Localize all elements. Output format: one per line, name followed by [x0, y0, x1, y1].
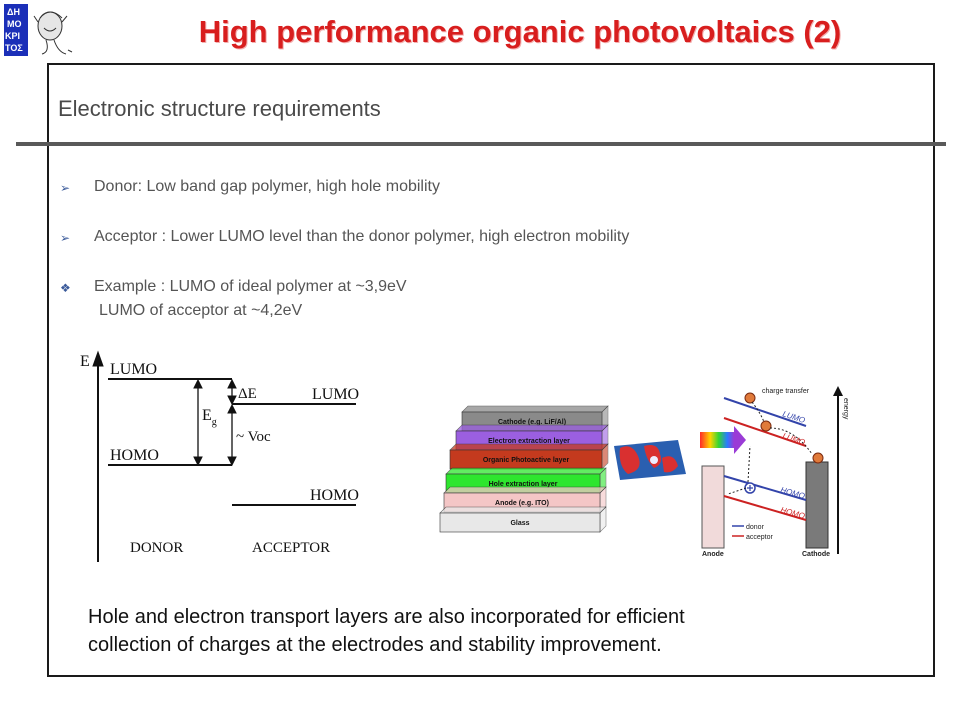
- donor-homo-band: [723, 475, 807, 501]
- stack-layer-label: Anode (e.g. ITO): [495, 500, 549, 507]
- bullet-arrow-icon: ➢: [60, 231, 71, 245]
- donor-lumo-band: [723, 397, 807, 427]
- logo-image: ΔΗ ΜΟ ΚΡΙ ΤΟΣ: [4, 4, 73, 56]
- cathode-electrode: [805, 461, 829, 549]
- logo-letters-1: ΔΗ: [7, 7, 20, 17]
- subtitle-divider: [16, 142, 946, 146]
- anode-label: Anode: [702, 551, 724, 558]
- delta-arrowhead-icon: [227, 378, 237, 389]
- bullet-arrow-icon: ➢: [60, 181, 71, 195]
- slide-title: High performance organic photovoltaics (…: [198, 14, 842, 49]
- acceptor-label: ACCEPTOR: [252, 540, 330, 556]
- stack-layer: Organic Photoactive layer: [449, 443, 609, 470]
- acceptor-homo-band: [723, 495, 807, 521]
- energy-level-diagram: E LUMO HOMO LUMO HOMO Eg ΔE ~ Voc DONOR …: [80, 350, 359, 562]
- layer-stack-group: Cathode (e.g. LiF/Al) Electron extraction…: [439, 405, 609, 533]
- donor-lumo-label: LUMO: [110, 361, 157, 378]
- energy-axis-arrow-icon: [92, 350, 104, 367]
- bullet-donor-text: Donor: Low band gap polymer, high hole m…: [94, 178, 440, 195]
- bullet-example-line2: LUMO of acceptor at ~4,2eV: [99, 302, 303, 319]
- stack-layer-label: Glass: [510, 520, 529, 527]
- donor-label: DONOR: [130, 540, 183, 556]
- homo-band-label: HOMO: [779, 485, 805, 501]
- voc-label: ~ Voc: [236, 429, 271, 445]
- footer-line-1: Hole and electron transport layers are a…: [88, 606, 685, 628]
- electron-icon: [812, 452, 824, 464]
- hole-path-arrow: [727, 487, 747, 495]
- gap-arrowhead-icon: [193, 378, 203, 389]
- stack-layer: Glass: [439, 506, 607, 533]
- acceptor-lumo-band: [723, 417, 807, 447]
- stack-layer-label: Organic Photoactive layer: [483, 457, 570, 464]
- legend-donor-label: donor: [746, 524, 765, 531]
- energy-axis-label: E: [80, 353, 90, 370]
- delta-e-label: ΔE: [238, 386, 257, 402]
- logo-letters-3: ΚΡΙ: [5, 31, 20, 41]
- charge-transfer-arrow: [751, 401, 765, 423]
- legend-acceptor-label: acceptor: [746, 534, 774, 541]
- footer-line-2: collection of charges at the electrodes …: [88, 634, 662, 656]
- logo-letters-2: ΜΟ: [7, 19, 22, 29]
- bullet-acceptor-text: Acceptor : Lower LUMO level than the don…: [94, 228, 630, 245]
- excitation-arrow: [747, 445, 751, 483]
- gap-arrowhead-icon: [193, 456, 203, 467]
- donor-homo-label: HOMO: [110, 447, 159, 464]
- section-subtitle: Electronic structure requirements: [58, 96, 381, 121]
- voc-arrowhead-icon: [227, 403, 237, 414]
- energy-axis-label: energy: [842, 398, 849, 420]
- light-spectrum-arrow: [700, 432, 734, 448]
- light-arrow-head-icon: [734, 426, 746, 454]
- lumo-band-label: LUMO: [781, 431, 806, 447]
- footer-note: Hole and electron transport layers are a…: [88, 603, 685, 659]
- bullet-diamond-icon: ❖: [60, 281, 71, 295]
- homo-band-label: HOMO: [779, 505, 805, 521]
- cathode-label: Cathode: [802, 551, 830, 558]
- voc-arrowhead-icon: [227, 456, 237, 467]
- acceptor-lumo-label: LUMO: [312, 386, 359, 403]
- stack-layer-label: Cathode (e.g. LiF/Al): [498, 419, 566, 426]
- energy-arrow-head-icon: [833, 386, 843, 396]
- band-diagram: charge transfer energy LUMO LUMO HOMO HO…: [700, 386, 849, 558]
- logo-blue-block: [4, 4, 28, 56]
- electron-icon: [760, 420, 772, 432]
- device-layer-stack: Cathode (e.g. LiF/Al) Electron extraction…: [439, 405, 686, 533]
- acceptor-homo-label: HOMO: [310, 487, 359, 504]
- bullet-example-line1: Example : LUMO of ideal polymer at ~3,9e…: [94, 278, 407, 295]
- blend-morphology-image: [614, 440, 686, 480]
- anode-electrode: [701, 465, 725, 549]
- stack-layer-label: Hole extraction layer: [489, 481, 558, 488]
- delta-arrowhead-icon: [227, 395, 237, 406]
- electron-icon: [744, 392, 756, 404]
- content-frame: [47, 63, 935, 677]
- gap-label: Eg: [202, 407, 217, 428]
- stack-layer-label: Electron extraction layer: [488, 438, 570, 445]
- logo-letters-4: ΤΟΣ: [5, 43, 23, 53]
- hole-plus-icon: [747, 485, 753, 491]
- charge-transfer-label: charge transfer: [762, 388, 810, 395]
- logo-portrait-sketch: [33, 11, 73, 55]
